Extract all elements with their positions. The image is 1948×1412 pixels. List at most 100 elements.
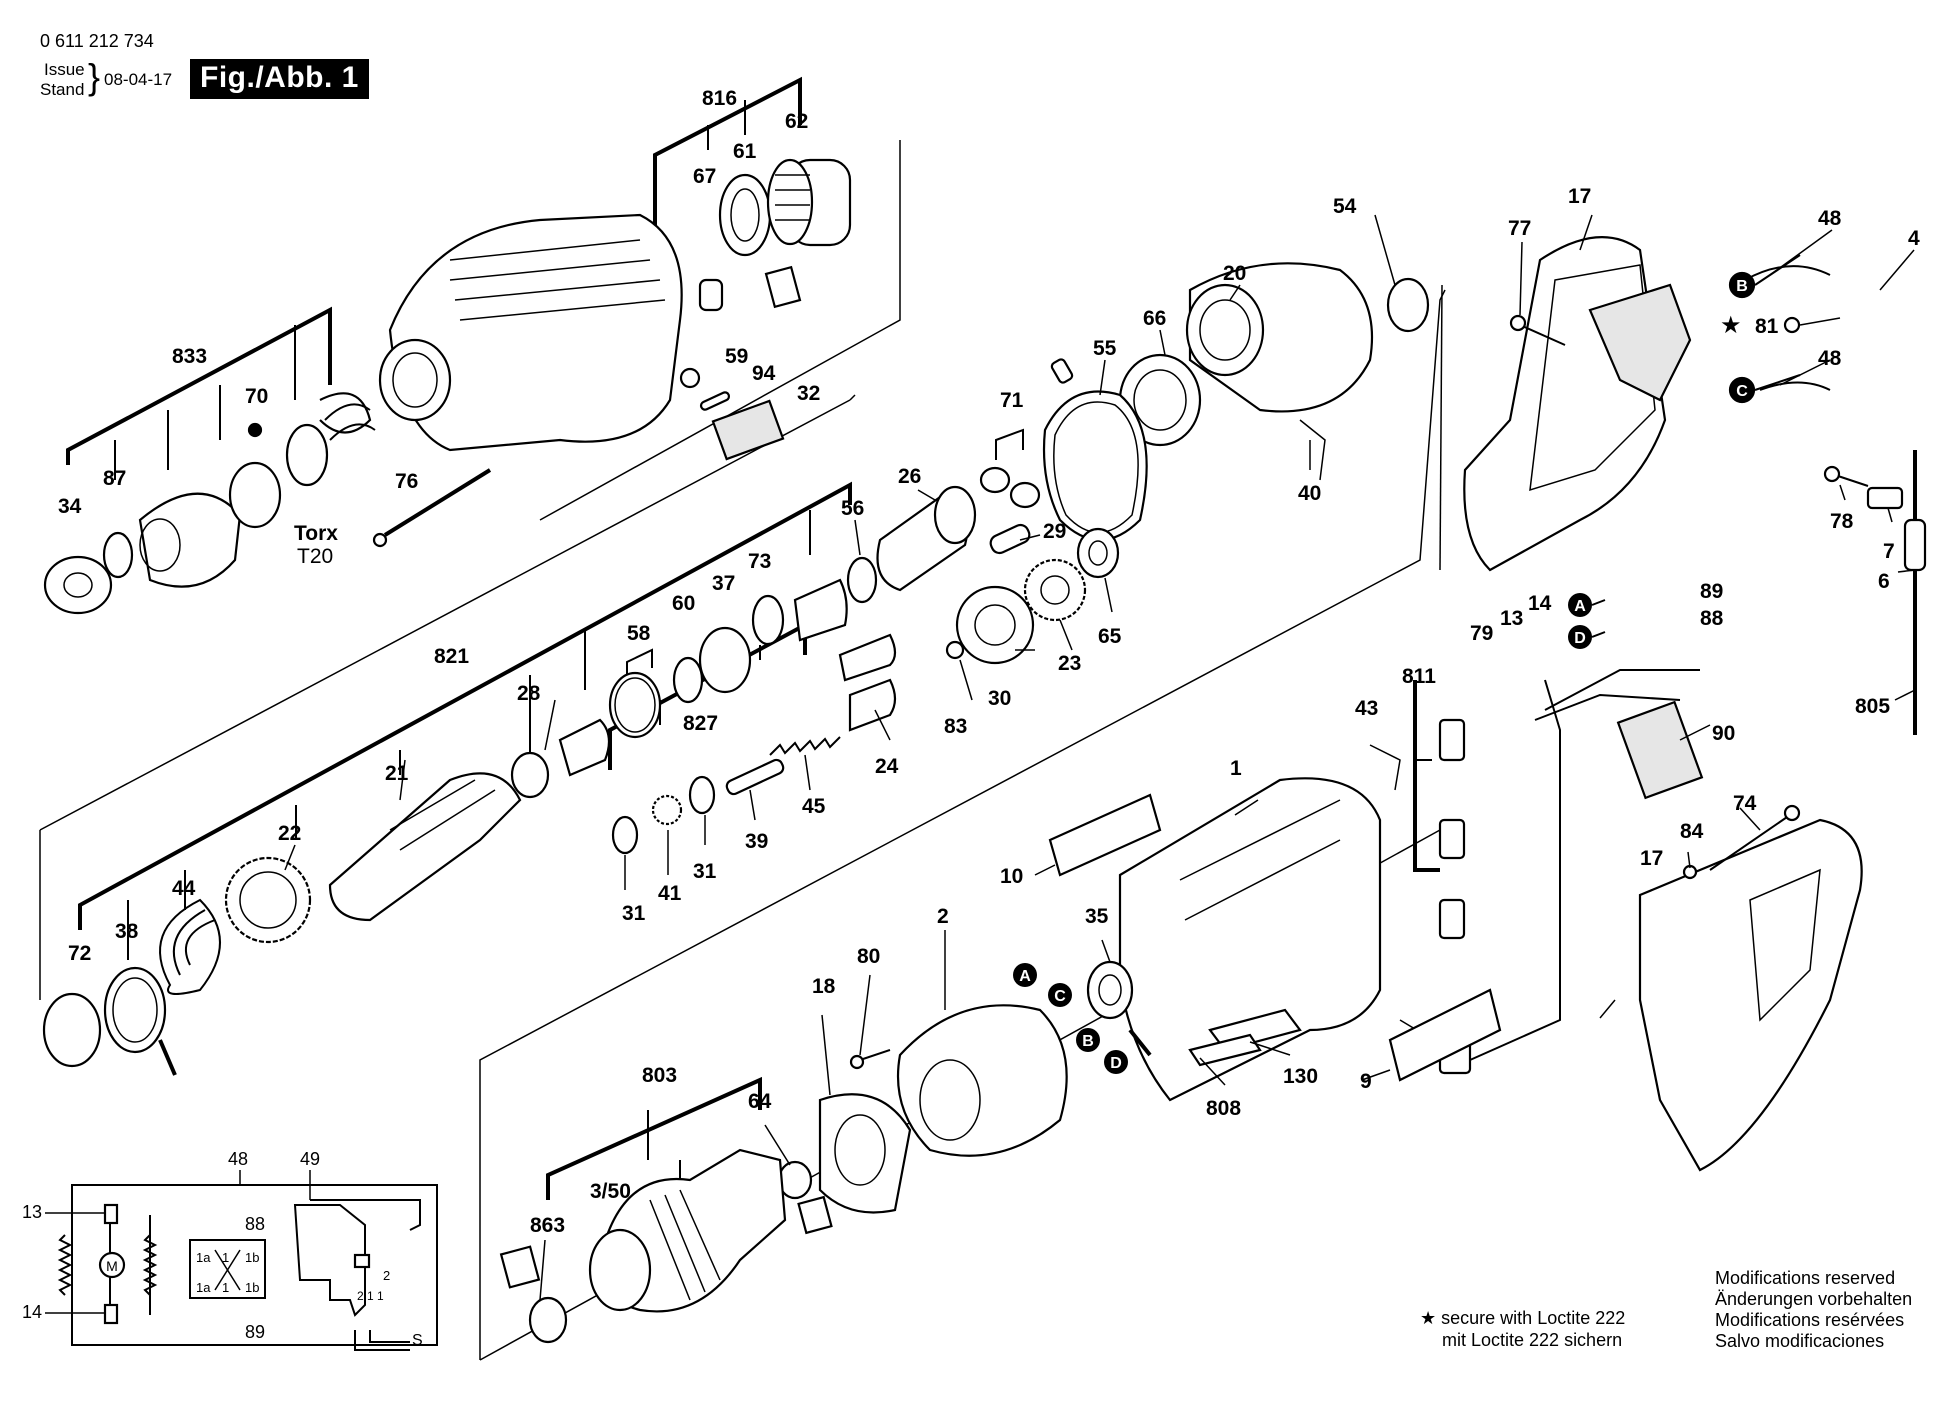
- label-9: 9: [1360, 1070, 1372, 1093]
- label-816: 816: [702, 87, 737, 110]
- wiring-14: 14: [22, 1302, 42, 1322]
- label-78: 78: [1830, 510, 1854, 533]
- loctite-note: ★ secure with Loctite 222: [1420, 1308, 1625, 1329]
- middle-parts: [42, 262, 1430, 1076]
- wiring-t1a: 1a: [196, 1250, 211, 1265]
- label-31-left: 31: [622, 902, 646, 925]
- label-30: 30: [988, 687, 1011, 710]
- gear-housing: [388, 213, 683, 452]
- label-t20: T20: [297, 545, 333, 568]
- wiring-diagram: M 1a 1 1b 1a 1 1b S 2 2 1 1 48 49 13 14 …: [22, 1149, 438, 1351]
- label-70: 70: [245, 385, 268, 408]
- modifications-fr: Modifications resérvées: [1715, 1310, 1905, 1330]
- part-labels: 816 62 67 61 833 70 59 94 32 34 87 76 To…: [58, 87, 1920, 1237]
- wiring-13: 13: [22, 1202, 42, 1222]
- label-130: 130: [1283, 1065, 1318, 1088]
- label-61: 61: [733, 140, 757, 163]
- label-821: 821: [434, 645, 469, 668]
- label-17-top: 17: [1568, 185, 1591, 208]
- issue-brace: }: [88, 56, 101, 97]
- label-43: 43: [1355, 697, 1378, 720]
- label-21: 21: [385, 762, 409, 785]
- label-24: 24: [875, 755, 899, 778]
- wiring-49: 49: [300, 1149, 320, 1169]
- top-row-parts: [43, 158, 852, 615]
- wiring-motor-label: M: [106, 1258, 118, 1274]
- marker-a-right: [1568, 593, 1592, 617]
- marker-c-bottom: [1048, 983, 1072, 1007]
- label-1: 1: [1230, 757, 1242, 780]
- label-7: 7: [1883, 540, 1895, 563]
- marker-b-bottom: [1076, 1028, 1100, 1052]
- wiring-t1b: 1b: [245, 1250, 259, 1265]
- label-88: 88: [1700, 607, 1724, 630]
- label-28: 28: [517, 682, 541, 705]
- loctite-star: ★: [1420, 1308, 1437, 1328]
- wiring-s-mark: S: [412, 1332, 423, 1349]
- modifications-es: Salvo modificaciones: [1715, 1331, 1885, 1351]
- label-44: 44: [172, 877, 196, 900]
- wiring-t1: 1: [222, 1250, 229, 1265]
- label-76: 76: [395, 470, 418, 493]
- label-31-right: 31: [693, 860, 717, 883]
- label-45: 45: [802, 795, 826, 818]
- label-81: 81: [1755, 315, 1779, 338]
- label-20: 20: [1223, 262, 1246, 285]
- wiring-sw2: 2: [383, 1268, 390, 1283]
- marker-b-bottom-label: B: [1082, 1033, 1094, 1050]
- wiring-t1b-2: 1b: [245, 1280, 259, 1295]
- part-number: 0 611 212 734: [40, 31, 154, 51]
- label-22: 22: [278, 822, 301, 845]
- label-67: 67: [693, 165, 716, 188]
- label-40: 40: [1298, 482, 1321, 505]
- leader-lines: [284, 214, 1916, 1301]
- label-62: 62: [785, 110, 808, 133]
- label-torx: Torx: [294, 522, 338, 545]
- loctite-star-icon: ★: [1720, 312, 1742, 339]
- label-89: 89: [1700, 580, 1723, 603]
- label-54: 54: [1333, 195, 1357, 218]
- marker-b-top: [1730, 273, 1754, 297]
- loctite-note-de: mit Loctite 222 sichern: [1442, 1330, 1623, 1350]
- wiring-sw21: 2 1 1: [357, 1289, 384, 1303]
- label-80: 80: [857, 945, 880, 968]
- marker-c-bottom-label: C: [1054, 988, 1066, 1005]
- issue-date: 08-04-17: [104, 70, 173, 89]
- label-84: 84: [1680, 820, 1704, 843]
- label-77: 77: [1508, 217, 1531, 240]
- wiring-t1a-2: 1a: [196, 1280, 211, 1295]
- marker-c-top: [1730, 378, 1754, 402]
- connection-markers: B C A D A C B D ★: [1013, 254, 1801, 1074]
- label-23: 23: [1058, 652, 1081, 675]
- label-2: 2: [937, 905, 949, 928]
- label-48-top: 48: [1818, 207, 1842, 230]
- marker-b-top-label: B: [1736, 278, 1748, 295]
- label-59: 59: [725, 345, 748, 368]
- label-863: 863: [530, 1214, 565, 1237]
- marker-d-right: [1568, 625, 1592, 649]
- label-65: 65: [1098, 625, 1122, 648]
- wiring-88: 88: [245, 1214, 265, 1234]
- label-803: 803: [642, 1064, 677, 1087]
- label-73: 73: [748, 550, 771, 573]
- label-808: 808: [1206, 1097, 1241, 1120]
- label-58: 58: [627, 622, 651, 645]
- label-18: 18: [812, 975, 836, 998]
- marker-c-top-label: C: [1736, 383, 1748, 400]
- label-14-right: 14: [1528, 592, 1552, 615]
- label-3-50: 3/50: [590, 1180, 631, 1203]
- marker-a-right-label: A: [1574, 598, 1586, 615]
- label-71: 71: [1000, 389, 1024, 412]
- marker-d-bottom-label: D: [1110, 1055, 1122, 1072]
- label-827: 827: [683, 712, 718, 735]
- label-35: 35: [1085, 905, 1109, 928]
- bottom-parts: [499, 960, 1302, 1344]
- loctite-en: secure with Loctite 222: [1441, 1308, 1626, 1328]
- label-805: 805: [1855, 695, 1890, 718]
- label-10: 10: [1000, 865, 1023, 888]
- marker-d-right-label: D: [1574, 630, 1586, 647]
- label-79: 79: [1470, 622, 1493, 645]
- label-83: 83: [944, 715, 967, 738]
- marker-d-bottom: [1104, 1050, 1128, 1074]
